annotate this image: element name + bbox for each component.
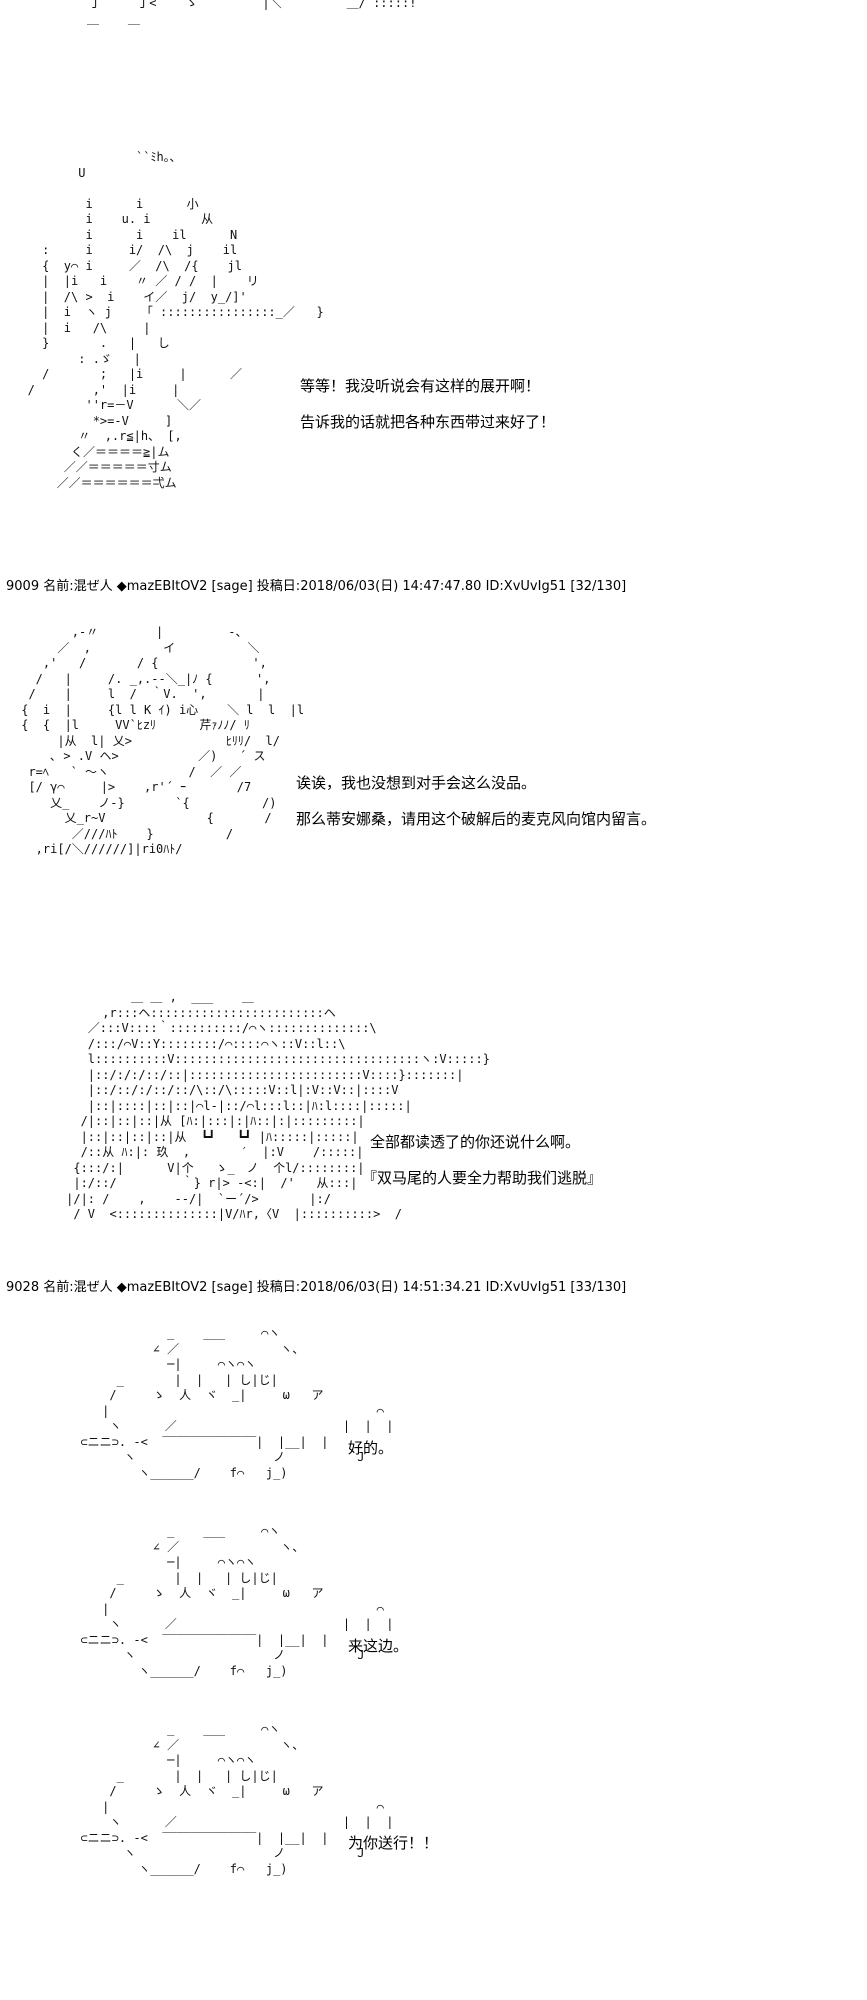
dialogue-line: 等等！我没听说会有这样的展开啊！ (300, 377, 541, 395)
ascii-art-character-pointing: _ ___ ⌒ヽ ∠ ／ ヽ、 ─| ⌒ヽ⌒ヽ _ | | | し|じ| / ゝ… (80, 1326, 394, 1480)
dialogue-line: 来这边。 (348, 1637, 409, 1655)
ascii-art-character-close-up: ＿ ＿ , ___ ＿ ,r:::ヘ::::::::::::::::::::::… (66, 990, 490, 1221)
dialogue-line: 为你送行！！ (348, 1834, 439, 1852)
post-header: 9009 名前:混ぜ人 ◆mazEBItOV2 [sage] 投稿日:2018/… (6, 579, 627, 594)
dialogue-line: 『双马尾的人要全力帮助我们逃脱』 (362, 1169, 603, 1187)
dialogue-line: 好的。 (348, 1439, 394, 1457)
dialogue-line: 全部都读透了的你还说什么啊。 (370, 1133, 581, 1151)
ascii-art-character-pointing: _ ___ ⌒ヽ ∠ ／ ヽ、 ─| ⌒ヽ⌒ヽ _ | | | し|じ| / ゝ… (80, 1722, 394, 1876)
ascii-art-character-pointing: _ ___ ⌒ヽ ∠ ／ ヽ、 ─| ⌒ヽ⌒ヽ _ | | | し|じ| / ゝ… (80, 1524, 394, 1678)
ascii-art-character-twin-tails: ,-〃 | -、 ／ , イ ＼ ,' / / { ', / | /. _,.‐… (21, 625, 305, 856)
dialogue-line: 告诉我的话就把各种东西带过来好了！ (300, 413, 556, 431)
ascii-art-character-standing: ``ﾐh｡､ U i i 小 i u. i 从 i i il N : i i/ … (27, 150, 324, 490)
ascii-art-top-fragment: ￣￣￣￣￣丁￣￣￣丁< ゝ |＼ ＿/ :::::! ＿ ＿ (29, 0, 417, 26)
dialogue-line: 那么蒂安娜桑，请用这个破解后的麦克风向馆内留言。 (296, 810, 657, 828)
post-header: 9028 名前:混ぜ人 ◆mazEBItOV2 [sage] 投稿日:2018/… (6, 1280, 627, 1295)
dialogue-line: 诶诶，我也没想到对手会这么没品。 (296, 774, 537, 792)
